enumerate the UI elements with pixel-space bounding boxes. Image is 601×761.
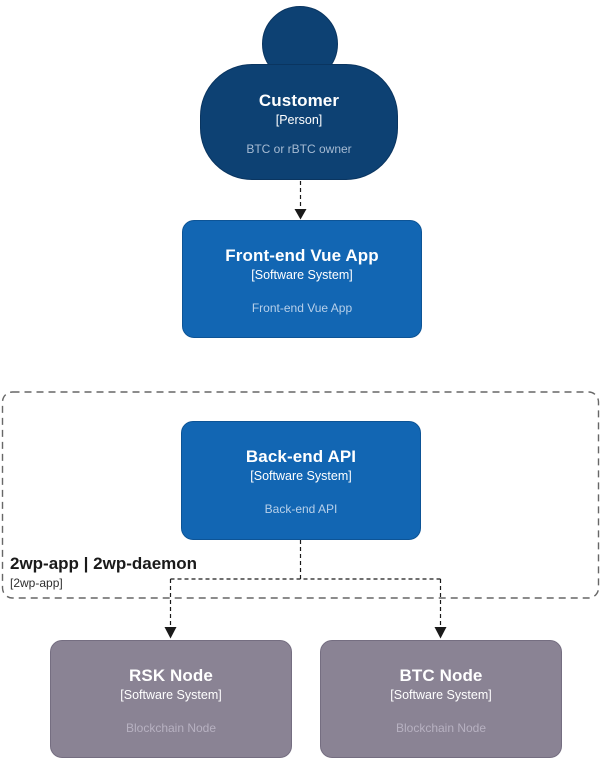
node-description: Blockchain Node bbox=[395, 721, 487, 735]
node-title: BTC Node bbox=[399, 666, 483, 685]
customer-to-frontend-arrowhead bbox=[294, 209, 307, 220]
node-title: Back-end API bbox=[245, 447, 357, 466]
customer-person-node[interactable]: Customer [Person] BTC or rBTC owner bbox=[200, 64, 398, 180]
node-description: BTC or rBTC owner bbox=[246, 142, 352, 156]
boundary-label: 2wp-app | 2wp-daemon [2wp-app] bbox=[10, 554, 197, 591]
boundary-meta: [2wp-app] bbox=[10, 576, 63, 590]
node-description: Back-end API bbox=[264, 502, 338, 516]
node-meta: [Software System] bbox=[120, 688, 222, 702]
boundary-title: 2wp-app | 2wp-daemon bbox=[10, 554, 198, 573]
node-title: Customer bbox=[258, 91, 340, 110]
node-meta: [Software System] bbox=[390, 688, 492, 702]
node-meta: [Software System] bbox=[250, 469, 352, 483]
backend-to-btc-arrowhead bbox=[434, 627, 447, 639]
backend-system-node[interactable]: Back-end API [Software System] Back-end … bbox=[181, 421, 421, 540]
backend-to-rsk-arrowhead bbox=[164, 627, 177, 639]
node-title: Front-end Vue App bbox=[225, 246, 379, 265]
frontend-system-node[interactable]: Front-end Vue App [Software System] Fron… bbox=[182, 220, 422, 338]
backend-to-nodes-connector bbox=[169, 540, 442, 628]
node-description: Blockchain Node bbox=[125, 721, 217, 735]
rsk-node[interactable]: RSK Node [Software System] Blockchain No… bbox=[50, 640, 292, 758]
node-title: RSK Node bbox=[129, 666, 213, 685]
node-meta: [Person] bbox=[275, 113, 323, 127]
btc-node[interactable]: BTC Node [Software System] Blockchain No… bbox=[320, 640, 562, 758]
node-meta: [Software System] bbox=[251, 268, 353, 282]
node-description: Front-end Vue App bbox=[251, 301, 353, 315]
